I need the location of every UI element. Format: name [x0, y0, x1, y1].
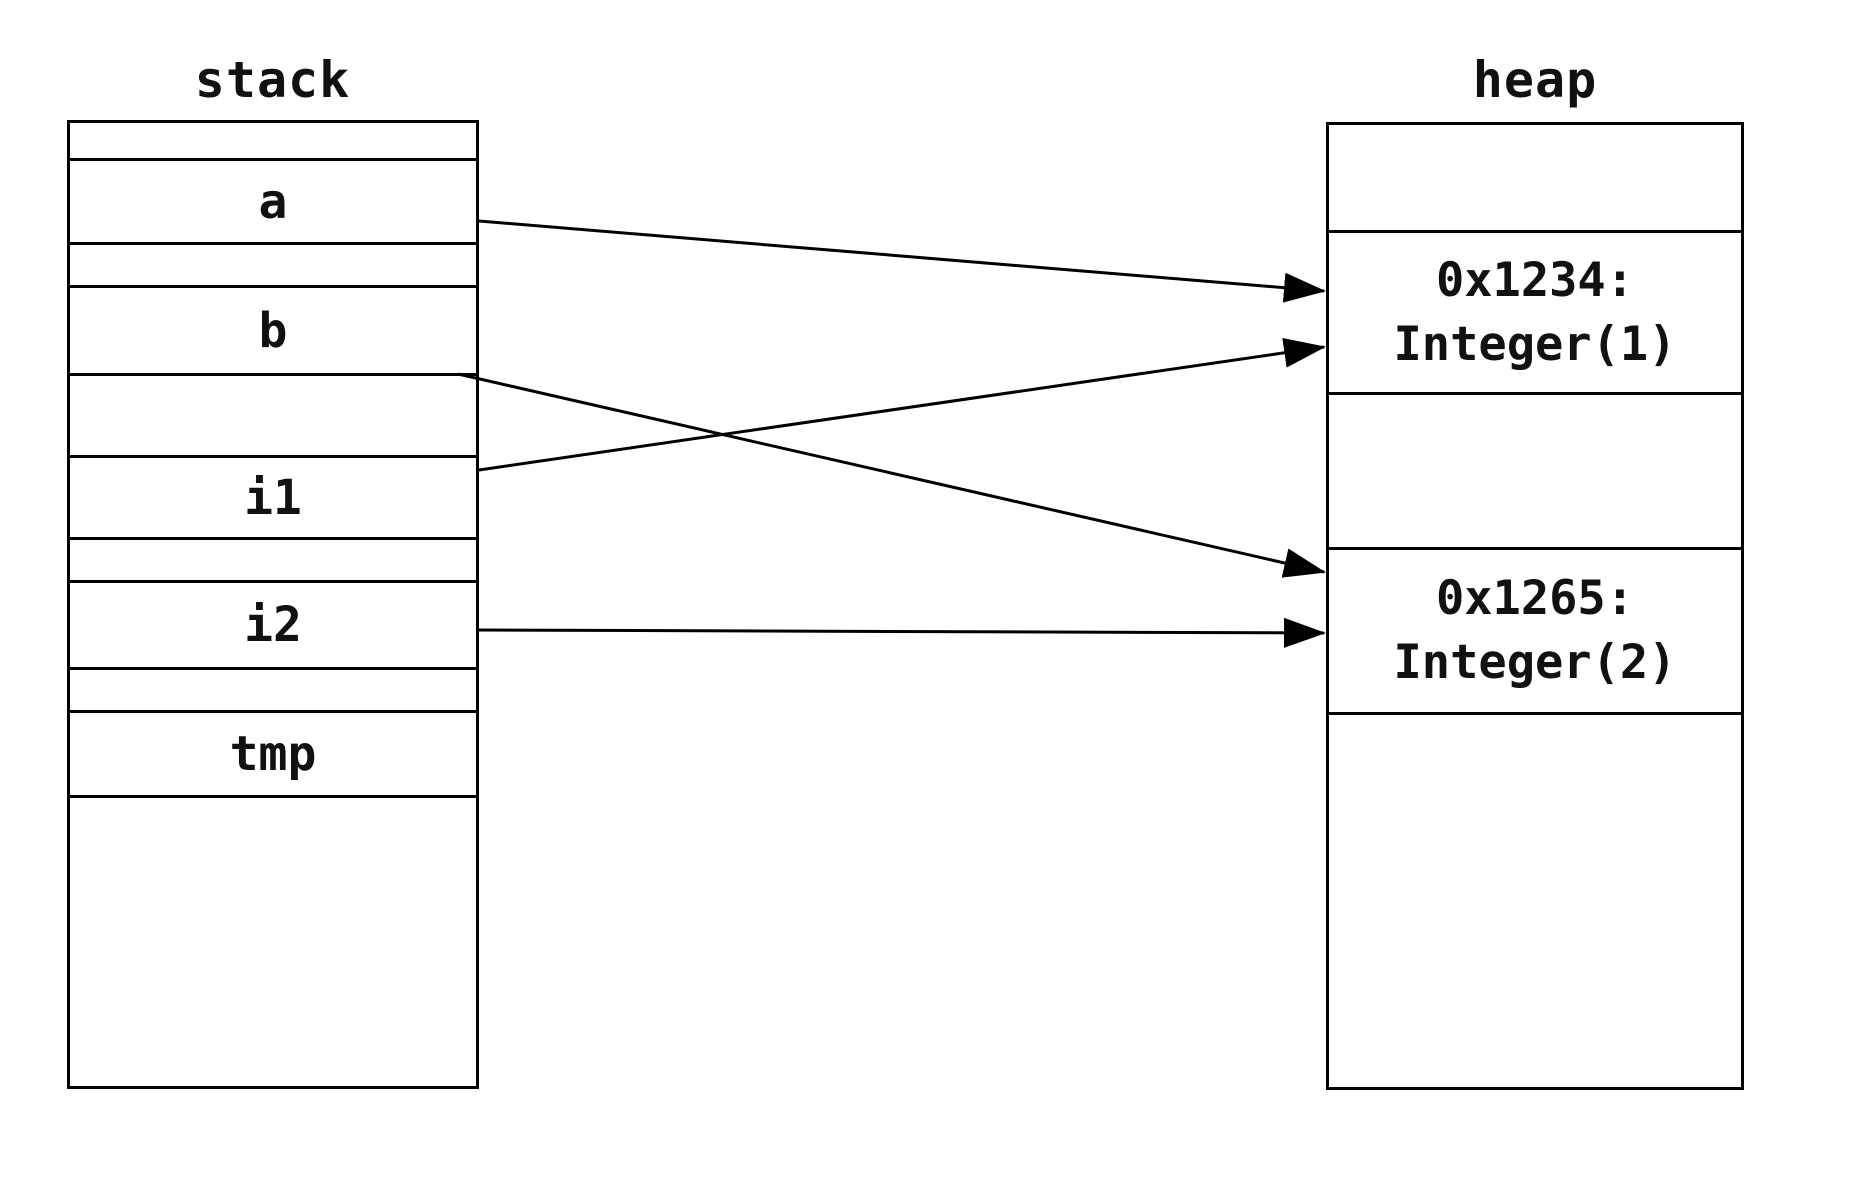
stack-cell-i2: i2: [70, 583, 476, 670]
stack-cell-label: i2: [244, 597, 302, 653]
heap-title: heap: [1472, 51, 1598, 109]
stack-cell-empty: [70, 540, 476, 583]
heap-cell-empty: [1329, 125, 1741, 233]
stack-title: stack: [194, 51, 351, 109]
stack-column: a b i1 i2 tmp: [67, 120, 479, 1089]
stack-cell-empty: [70, 123, 476, 161]
pointer-i1-to-0x1234: [478, 337, 1326, 472]
heap-cell-0x1234: 0x1234: Integer(1): [1329, 233, 1741, 395]
stack-cell-b: b: [70, 288, 476, 376]
heap-value: Integer(2): [1393, 635, 1677, 690]
stack-cell-label: a: [258, 173, 288, 230]
stack-cell-empty: [70, 670, 476, 713]
pointer-i2-to-0x1265: [478, 617, 1326, 648]
heap-address: 0x1234:: [1435, 252, 1635, 308]
pointer-b-to-0x1265: [457, 372, 1326, 578]
heap-cell-0x1265: 0x1265: Integer(2): [1329, 550, 1741, 715]
heap-cell-empty: [1329, 715, 1741, 1087]
heap-column: 0x1234: Integer(1) 0x1265: Integer(2): [1326, 122, 1744, 1090]
stack-cell-a: a: [70, 161, 476, 245]
stack-cell-label: b: [258, 302, 288, 359]
pointer-a-to-0x1234: [478, 219, 1326, 303]
stack-cell-label: i1: [244, 469, 302, 526]
stack-cell-empty: [70, 798, 476, 1086]
stack-cell-empty: [70, 376, 476, 458]
stack-cell-tmp: tmp: [70, 713, 476, 798]
heap-value: Integer(1): [1393, 316, 1677, 372]
stack-cell-label: tmp: [229, 726, 317, 782]
heap-address: 0x1265:: [1435, 571, 1635, 626]
stack-cell-empty: [70, 245, 476, 288]
heap-cell-empty: [1329, 395, 1741, 550]
stack-cell-i1: i1: [70, 458, 476, 540]
